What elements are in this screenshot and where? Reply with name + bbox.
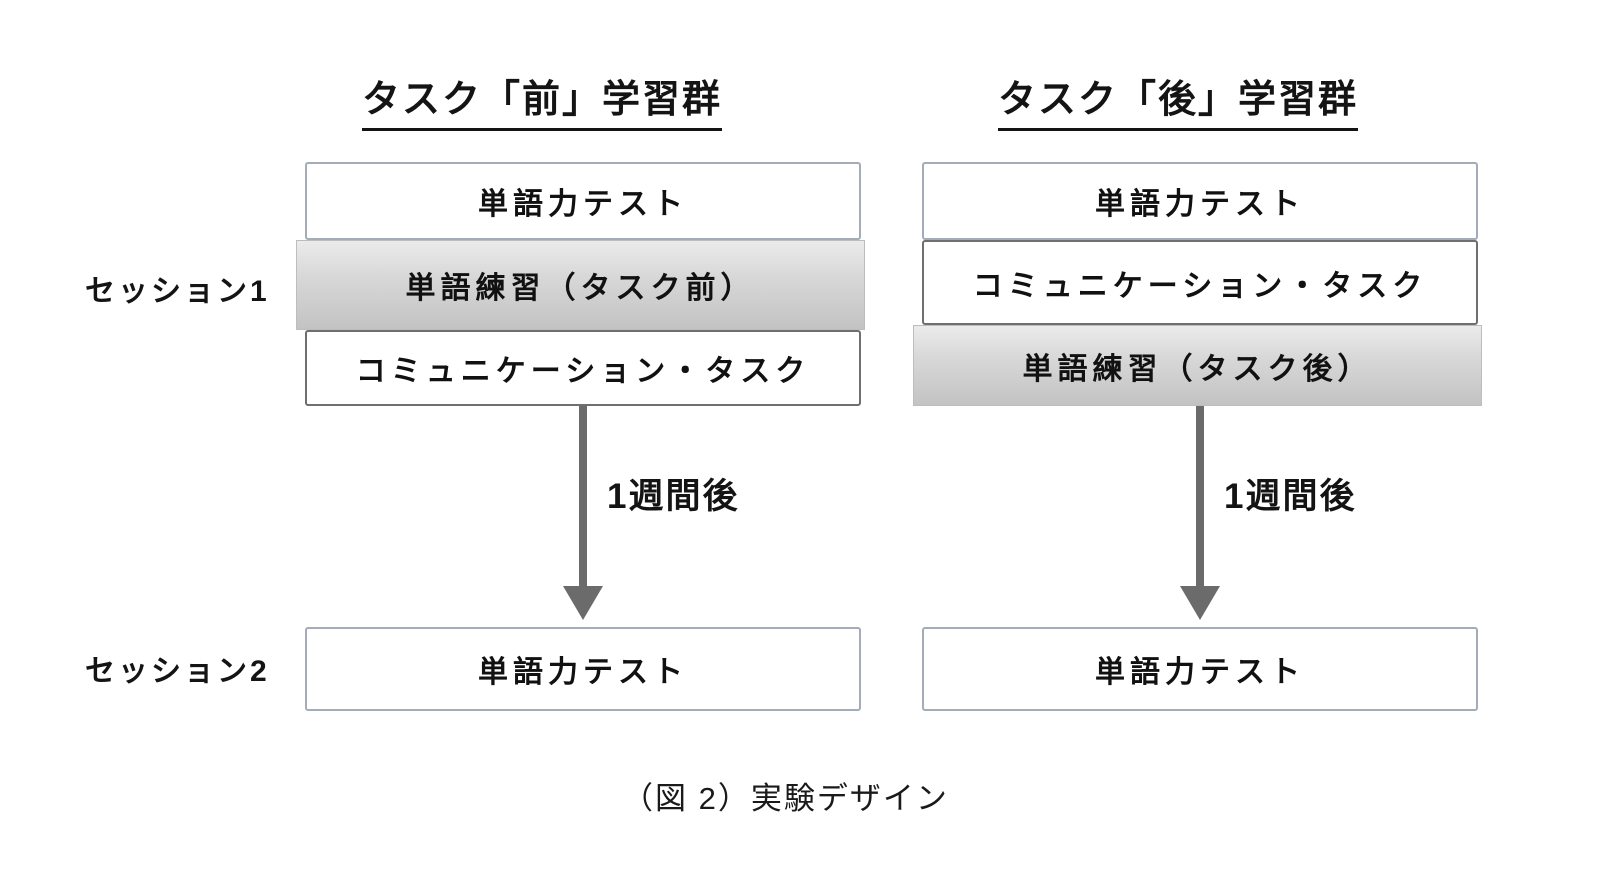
box-label: 単語練習（タスク後）: [1022, 352, 1373, 386]
box-vocab-test-pre-session1: 単語力テスト: [305, 162, 861, 240]
column-header-task-after: タスク「後」学習群: [998, 79, 1359, 131]
box-label: 単語力テスト: [478, 188, 688, 221]
arrow-shaft: [579, 406, 587, 588]
box-label: 単語力テスト: [478, 656, 688, 689]
column-header-task-before: タスク「前」学習群: [362, 79, 723, 131]
task-before-session1-stack: 単語力テスト 単語練習（タスク前） コミュニケーション・タスク: [296, 162, 865, 406]
box-label: 単語練習（タスク前）: [405, 272, 756, 305]
box-word-practice-after-task: 単語練習（タスク後）: [913, 325, 1482, 406]
box-vocab-test-post-session1: 単語力テスト: [922, 162, 1478, 240]
box-communication-task-right: コミュニケーション・タスク: [922, 240, 1478, 325]
arrow-shaft: [1196, 406, 1204, 588]
session-2-label: セッション2: [85, 655, 270, 688]
box-word-practice-before-task: 単語練習（タスク前）: [296, 240, 865, 330]
one-week-later-label-left: 1週間後: [607, 477, 740, 516]
box-vocab-test-post-session2: 単語力テスト: [922, 627, 1478, 711]
figure-caption: （図 2）実験デザイン: [622, 781, 949, 816]
box-label: 単語力テスト: [1095, 188, 1305, 221]
box-label: コミュニケーション・タスク: [355, 355, 811, 388]
session-1-label: セッション1: [85, 275, 270, 308]
box-vocab-test-pre-session2: 単語力テスト: [305, 627, 861, 711]
arrow-head: [563, 586, 603, 620]
box-label: コミュニケーション・タスク: [972, 269, 1428, 303]
box-communication-task-left: コミュニケーション・タスク: [305, 330, 861, 406]
arrow-head: [1180, 586, 1220, 620]
box-label: 単語力テスト: [1095, 656, 1305, 689]
task-after-session1-stack: 単語力テスト コミュニケーション・タスク 単語練習（タスク後）: [913, 162, 1482, 406]
one-week-later-label-right: 1週間後: [1224, 477, 1357, 516]
